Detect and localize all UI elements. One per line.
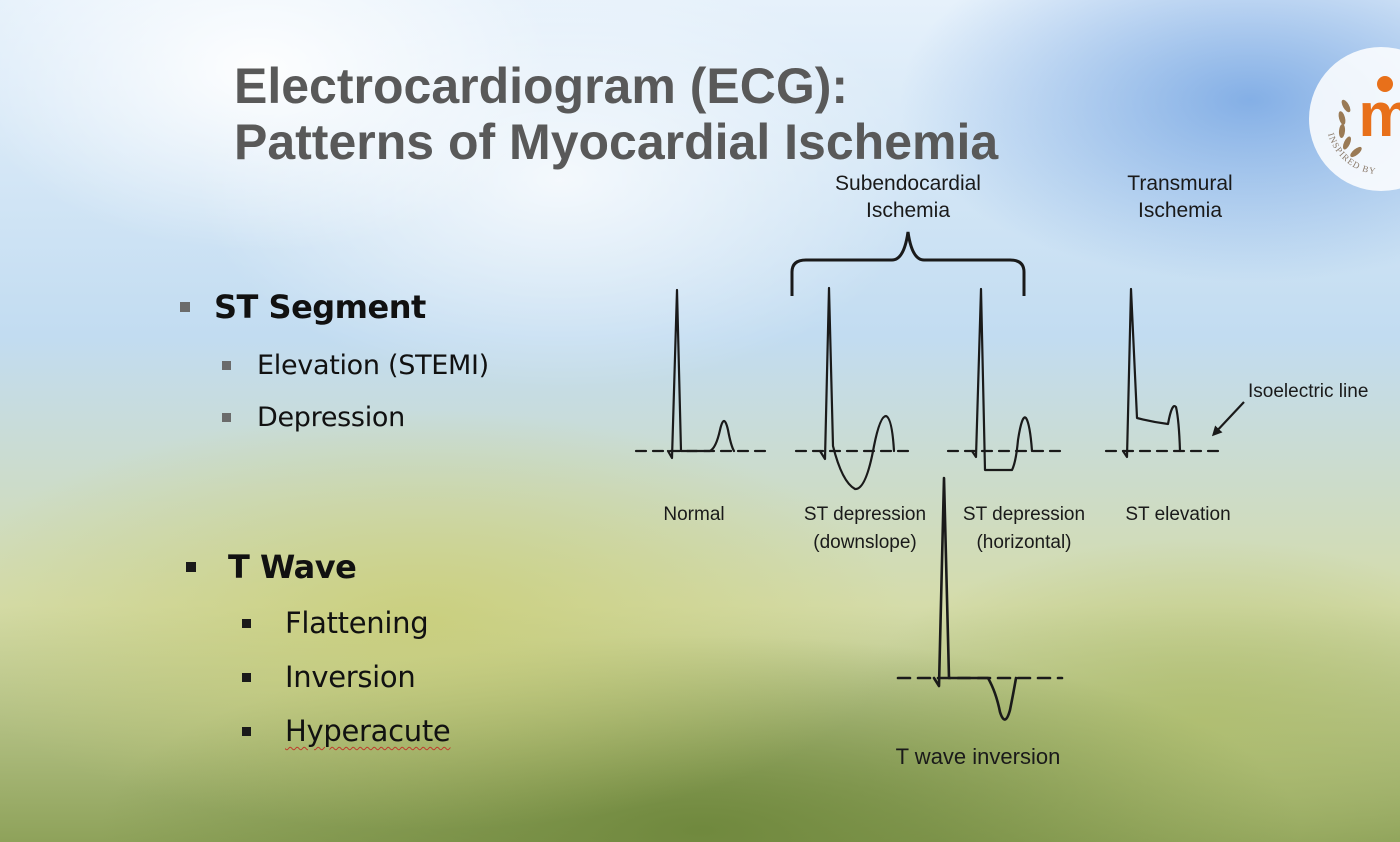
logo-glyph: m xyxy=(1358,81,1400,150)
label-st-depression-downslope-line-2: (downslope) xyxy=(813,532,917,553)
bullet-elevation-stemi: Elevation (STEMI) xyxy=(222,350,489,381)
label-st-depression-horizontal-line-2: (horizontal) xyxy=(976,532,1071,553)
label-t-wave-inversion: T wave inversion xyxy=(896,744,1061,769)
bullet-t-wave: T Wave xyxy=(186,548,357,586)
waveform-t-wave-inversion xyxy=(896,476,1064,721)
bullet-square-icon xyxy=(222,413,231,422)
isoelectric-arrow xyxy=(1211,401,1245,437)
bullet-label: Inversion xyxy=(285,660,416,694)
header-transmural-line-1: Transmural xyxy=(1127,172,1232,195)
bullet-depression: Depression xyxy=(222,402,405,433)
bullet-square-icon xyxy=(242,726,251,736)
waveform-st-depression-downslope xyxy=(794,286,912,491)
institution-logo: m INSPIRED BY xyxy=(1309,47,1400,191)
bullet-hyperacute: Hyperacute xyxy=(242,714,451,748)
bullet-flattening: Flattening xyxy=(242,606,429,640)
ecg-trace xyxy=(970,287,1034,472)
waveform-normal xyxy=(634,288,770,460)
header-subendocardial-line-1: Subendocardial xyxy=(835,172,981,195)
bullet-inversion: Inversion xyxy=(242,660,416,694)
bullet-label: ST Segment xyxy=(214,288,426,326)
subendocardial-brace xyxy=(790,231,1026,296)
ecg-trace xyxy=(932,476,1018,721)
label-normal: Normal xyxy=(663,504,724,525)
bullet-st-segment: ST Segment xyxy=(180,288,426,326)
label-st-depression-horizontal-line-1: ST depression xyxy=(963,504,1085,525)
bullet-square-icon xyxy=(242,672,251,682)
label-st-elevation: ST elevation xyxy=(1125,504,1230,525)
waveform-st-depression-horizontal xyxy=(946,287,1064,472)
label-st-depression-downslope-line-1: ST depression xyxy=(804,504,926,525)
title-line-1: Electrocardiogram (ECG): xyxy=(234,58,849,114)
bullet-square-icon xyxy=(242,618,251,628)
bullet-label: Flattening xyxy=(285,606,429,640)
ecg-trace xyxy=(666,288,736,460)
ecg-trace xyxy=(818,286,896,491)
logo-dot xyxy=(1377,76,1393,92)
bullet-label: Hyperacute xyxy=(285,714,451,748)
ecg-trace xyxy=(1121,287,1182,459)
laurel-icon xyxy=(1338,99,1362,158)
title-line-2: Patterns of Myocardial Ischemia xyxy=(234,114,999,170)
waveform-st-elevation xyxy=(1104,287,1224,459)
bullet-label: Depression xyxy=(257,402,405,433)
bullet-square-icon xyxy=(186,562,196,572)
header-transmural-line-2: Ischemia xyxy=(1138,199,1222,222)
slide-title: Electrocardiogram (ECG): Patterns of Myo… xyxy=(234,58,998,170)
header-subendocardial-line-2: Ischemia xyxy=(866,199,950,222)
bullet-square-icon xyxy=(180,302,190,312)
isoelectric-line-label: Isoelectric line xyxy=(1248,381,1368,402)
bullet-square-icon xyxy=(222,361,231,370)
bullet-label: Elevation (STEMI) xyxy=(257,350,489,381)
bullet-label: T Wave xyxy=(228,548,357,586)
